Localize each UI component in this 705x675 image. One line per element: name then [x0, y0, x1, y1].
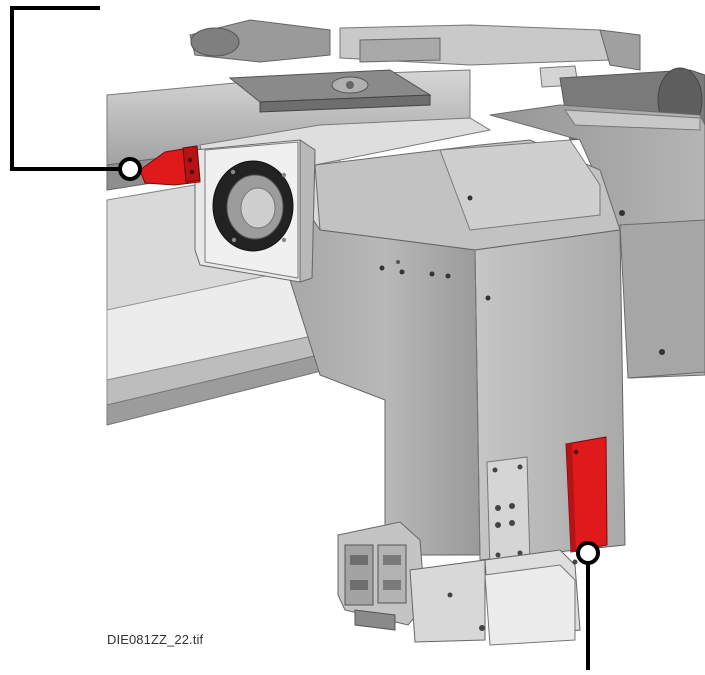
right-housing — [489, 104, 705, 379]
figure-filename: DIE081ZZ_22.tif — [107, 632, 204, 647]
lower-red-plate — [565, 436, 608, 553]
upper-red-bracket — [139, 145, 201, 186]
top-mechanism — [189, 19, 705, 141]
lens-housing — [194, 139, 316, 283]
callout-lower — [576, 541, 600, 670]
mounting-plate — [486, 456, 531, 571]
callout-upper — [10, 6, 142, 181]
gripper-assembly — [337, 521, 581, 646]
